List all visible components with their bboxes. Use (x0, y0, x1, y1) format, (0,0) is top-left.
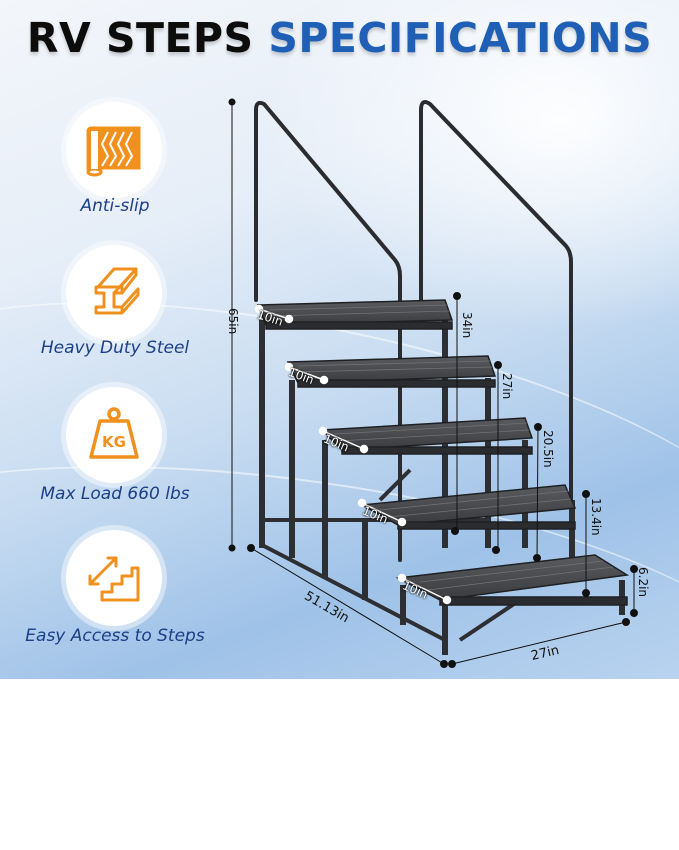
steel-beam-icon (94, 267, 140, 315)
dim-step-height-3: 27in (500, 373, 514, 400)
dim-step-height-1: 13.4in (589, 498, 603, 536)
stairs-arrow-icon (88, 556, 140, 602)
dim-step-height-4: 34in (460, 312, 474, 339)
svg-text:KG: KG (102, 433, 126, 451)
feature-label-easy-access: Easy Access to Steps (25, 626, 205, 646)
page-title: RV STEPS SPECIFICATIONS (0, 14, 679, 62)
dim-total-height: 65in (226, 308, 240, 335)
rv-steps-illustration (228, 98, 638, 668)
max-load-badge: KG (66, 387, 162, 483)
easy-access-badge (66, 530, 162, 626)
anti-slip-mat-icon (86, 126, 141, 177)
dim-step-height-2: 20.5in (541, 430, 555, 468)
anti-slip-badge (66, 102, 162, 198)
title-part-blue: SPECIFICATIONS (268, 14, 653, 62)
feature-label-heavy-duty-steel: Heavy Duty Steel (40, 338, 190, 358)
title-part-black: RV STEPS (26, 14, 254, 62)
dim-step-height-0: 6.2in (636, 567, 650, 598)
heavy-duty-steel-badge (66, 245, 162, 341)
feature-label-anti-slip: Anti-slip (80, 196, 150, 216)
feature-label-max-load: Max Load 660 lbs (40, 484, 190, 504)
kg-weight-icon: KG (89, 407, 139, 459)
